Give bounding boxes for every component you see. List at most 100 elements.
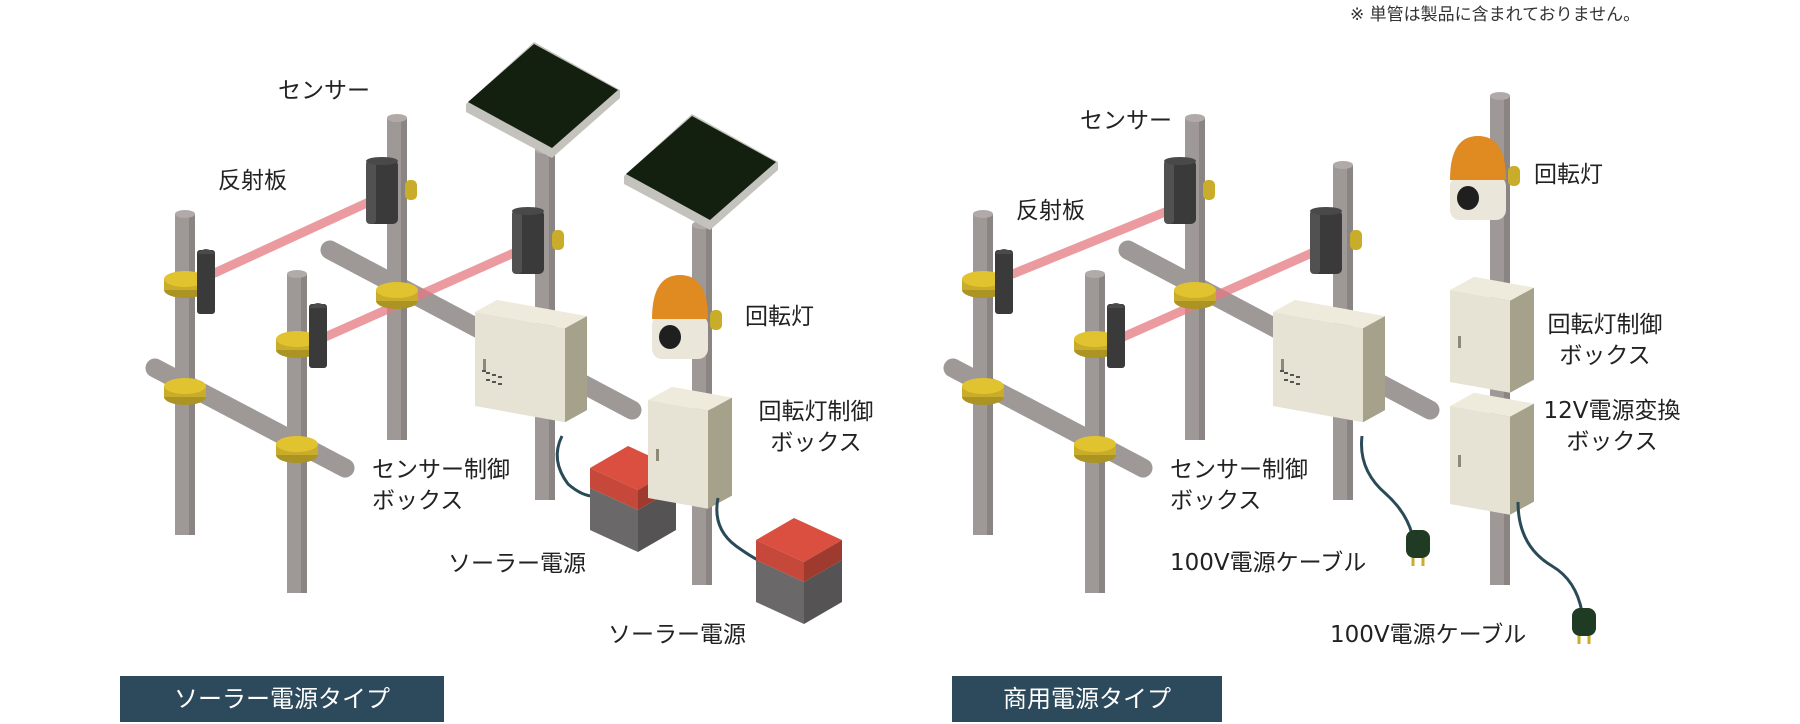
solar-pole-c-shade <box>401 118 407 440</box>
solar-battery-1-lid-front <box>590 468 638 510</box>
solar-clamp-c2 <box>405 180 417 200</box>
solar-lamp-box-latch <box>656 449 659 461</box>
commercial-lamp-box-side <box>1510 287 1534 393</box>
commercial-sensor-2-top <box>1310 207 1342 215</box>
commercial-converter-label-line2: ボックス <box>1566 429 1658 455</box>
commercial-plug-1 <box>1406 530 1430 558</box>
solar-panel-1 <box>468 44 618 148</box>
solar-pole-c-top <box>387 114 407 122</box>
solar-sensor-box-top <box>475 299 587 329</box>
solar-battery-1-side <box>638 488 676 552</box>
solar-sensor-1-light-edge <box>366 160 376 224</box>
commercial-sensor-box-vents-mark-b0 <box>1284 379 1288 381</box>
commercial-cable-label-1: 100V電源ケーブル <box>1170 550 1367 576</box>
solar-lamp-lens <box>659 325 681 349</box>
solar-pole-b-top <box>287 270 307 278</box>
commercial-clamp-d1 <box>1350 230 1362 250</box>
solar-sensor-box-vents-mark-b0 <box>486 379 490 381</box>
solar-sensor-box-vents-mark-a1 <box>492 374 496 376</box>
solar-lamp-box-front <box>648 400 708 509</box>
solar-clamp-d1 <box>552 230 564 250</box>
solar-power-label-2: ソーラー電源 <box>608 622 746 648</box>
commercial-clamp-a2-top <box>962 378 1004 394</box>
commercial-converter-box-front <box>1450 406 1510 515</box>
solar-lamp-box-label: 回転灯制御 ボックス <box>742 397 890 459</box>
solar-sensor-1-top <box>366 157 398 165</box>
solar-battery-2-lid-front <box>756 540 804 582</box>
commercial-clamp-a1-top <box>962 271 1004 287</box>
commercial-reflector-2 <box>1107 304 1125 368</box>
commercial-sensor-box-label-line1: センサー制御 <box>1170 457 1308 483</box>
disclaimer-note: ※ 単管は製品に含まれておりません。 <box>1350 5 1641 25</box>
solar-battery-2-side <box>804 560 842 624</box>
solar-sensor-box-vents-mark-b1 <box>492 381 496 383</box>
commercial-reflector-2-cap <box>1107 303 1125 308</box>
commercial-clamp-c2 <box>1203 180 1215 200</box>
commercial-converter-label: 12V電源変換 ボックス <box>1530 396 1694 458</box>
solar-reflector-1 <box>197 250 215 314</box>
commercial-sensor-1-top <box>1164 157 1196 165</box>
commercial-clamp-e1 <box>1508 166 1520 186</box>
solar-battery-1-front <box>590 488 638 552</box>
commercial-reflector-1-cap <box>995 249 1013 254</box>
commercial-pole-b-top <box>1085 270 1105 278</box>
commercial-sensor-box-label-line2: ボックス <box>1170 488 1262 514</box>
commercial-lamp-box-label-line2: ボックス <box>1559 343 1651 369</box>
commercial-lamp-lens <box>1457 186 1479 210</box>
commercial-type-tag: 商用電源タイプ <box>952 676 1222 722</box>
solar-sensor-box-latch <box>483 359 486 371</box>
commercial-converter-box-top <box>1450 392 1534 417</box>
commercial-sensor-box-label: センサー制御 ボックス <box>1170 455 1308 517</box>
commercial-clamp-b2-top <box>1074 436 1116 452</box>
commercial-lamp-box-label: 回転灯制御 ボックス <box>1530 310 1680 372</box>
commercial-sensor-box-vents-mark-a1 <box>1290 374 1294 376</box>
solar-type-tag: ソーラー電源タイプ <box>120 676 444 722</box>
commercial-lamp-box-front <box>1450 290 1510 393</box>
solar-lamp-box-label-line2: ボックス <box>770 430 862 456</box>
solar-battery-2-top <box>756 518 842 562</box>
solar-clamp-b1-top <box>276 331 318 347</box>
solar-sensor-cable <box>555 435 599 498</box>
solar-lamp-box-top <box>648 386 732 411</box>
commercial-beam-1 <box>988 201 1185 287</box>
commercial-cable-label-2: 100V電源ケーブル <box>1330 622 1527 648</box>
solar-sensor-box-vents-mark-b2 <box>498 383 502 385</box>
solar-sensor-2-top <box>512 207 544 215</box>
solar-beam-1 <box>190 191 387 287</box>
solar-reflector-label: 反射板 <box>218 168 287 194</box>
solar-pole-b-shade <box>301 274 307 593</box>
solar-clamp-c1-top <box>376 282 418 298</box>
commercial-lamp-box-top <box>1450 276 1534 301</box>
commercial-sensor-box-vents-mark-a0 <box>1284 372 1288 374</box>
solar-lamp-dome <box>652 275 708 319</box>
solar-reflector-1-cap <box>197 249 215 254</box>
commercial-clamp-b1-top <box>1074 331 1116 347</box>
solar-clamp-e1 <box>710 310 722 330</box>
commercial-sensor-box-vents-mark-a2 <box>1296 376 1300 378</box>
commercial-pole-c-shade <box>1199 118 1205 440</box>
commercial-lamp-box-latch <box>1458 336 1461 348</box>
commercial-sensor-box-latch <box>1281 359 1284 371</box>
solar-pole-a-top <box>175 210 195 218</box>
commercial-sensor-box-vents-mark-c <box>1280 370 1284 372</box>
solar-sensor-box-label-line1: センサー制御 <box>372 457 510 483</box>
solar-lamp-label: 回転灯 <box>745 304 814 330</box>
solar-sensor-label: センサー <box>278 78 370 104</box>
commercial-pole-d-top <box>1333 161 1353 169</box>
commercial-pole-e-top <box>1490 92 1510 100</box>
solar-panel-2 <box>626 116 776 220</box>
solar-reflector-2 <box>309 304 327 368</box>
solar-lamp-box-label-line1: 回転灯制御 <box>758 399 874 425</box>
commercial-converter-box-latch <box>1458 455 1461 467</box>
commercial-clamp-c1-top <box>1174 282 1216 298</box>
solar-clamp-b2-top <box>276 436 318 452</box>
commercial-sensor-2-light-edge <box>1310 210 1320 274</box>
solar-lamp-box-side <box>708 397 732 509</box>
commercial-converter-box-side <box>1510 403 1534 515</box>
solar-reflector-2-cap <box>309 303 327 308</box>
commercial-sensor-label: センサー <box>1080 108 1172 134</box>
commercial-sensor-box-vents-mark-b2 <box>1296 383 1300 385</box>
commercial-pole-a-top <box>973 210 993 218</box>
